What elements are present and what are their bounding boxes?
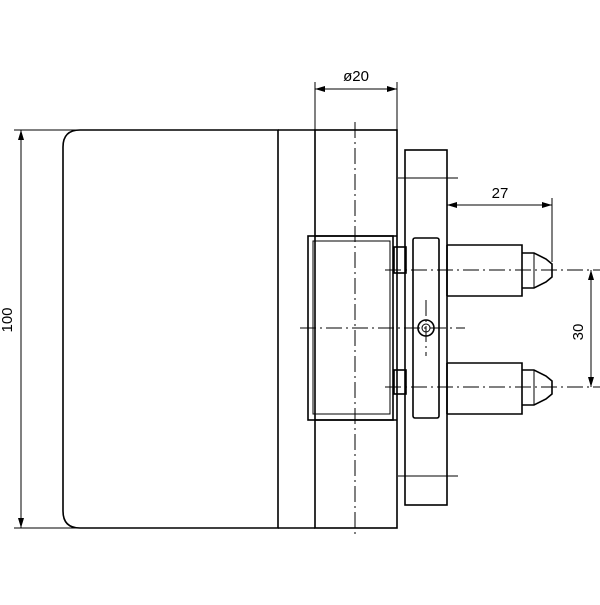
dimension-pin-length-label: 27: [492, 185, 509, 202]
dimension-diameter-label: ø20: [343, 68, 369, 85]
dimension-pin-spacing: 30: [570, 270, 594, 387]
dimension-diameter: ø20: [314, 68, 398, 130]
housing-body: [62, 129, 315, 529]
hub-section: [314, 129, 398, 529]
dimension-height: 100: [0, 129, 80, 529]
spacer-blocks: [393, 246, 407, 395]
dimension-pin-spacing-label: 30: [570, 324, 587, 341]
dimension-pin-length: 27: [447, 185, 553, 262]
center-lines: [300, 122, 600, 535]
dimension-height-label: 100: [0, 307, 16, 332]
lower-pin: [446, 362, 553, 415]
